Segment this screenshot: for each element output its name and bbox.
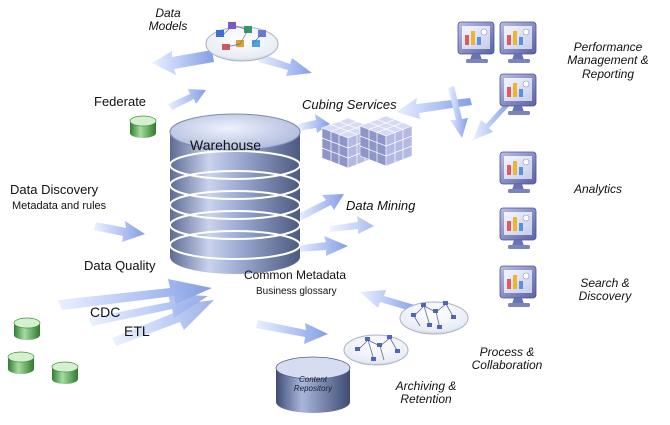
- content-repository-line-1: Content: [298, 375, 328, 384]
- arrow-models-right: [258, 54, 312, 76]
- arrow-cdc: [88, 294, 208, 326]
- monitor-icon-6: [499, 265, 537, 308]
- data-mining-label: Data Mining: [346, 198, 416, 213]
- process-collaboration-line-2: Collaboration: [471, 358, 543, 373]
- arrow-mining-right: [330, 216, 374, 234]
- warehouse-label: Warehouse: [190, 137, 262, 153]
- cubing-services-label: Cubing Services: [302, 97, 397, 112]
- arrow-archiving: [256, 320, 328, 344]
- content-repository-cylinder: [275, 356, 351, 413]
- source-databases: [7, 317, 79, 385]
- arrow-models-left: [152, 50, 214, 75]
- search-discovery-line-1: Search &: [580, 276, 630, 290]
- arrow-common-metadata: [296, 236, 348, 256]
- process-collaboration-label: Process & Collaboration: [464, 345, 550, 373]
- data-models-label: Data Models: [142, 6, 194, 34]
- analytics-label: Analytics: [574, 182, 623, 196]
- business-glossary-label: Business glossary: [256, 286, 337, 297]
- performance-management-reporting-label: Performance Management & Reporting: [555, 40, 661, 81]
- federate-db-icon: [129, 115, 157, 139]
- olap-cubes: [321, 115, 413, 169]
- warehouse-cylinder: [169, 113, 301, 274]
- metadata-and-rules-label: Metadata and rules: [12, 200, 107, 212]
- data-models-line-1: Data: [155, 6, 181, 20]
- archiving-retention-line-1: Archiving &: [395, 379, 457, 393]
- arrow-perf-2: [448, 86, 468, 138]
- search-discovery-line-2: Discovery: [578, 289, 632, 304]
- search-discovery-label: Search & Discovery: [564, 276, 646, 304]
- data-quality-label: Data Quality: [84, 258, 156, 273]
- monitor-icon-2: [499, 21, 537, 64]
- arrow-quality-main: [58, 279, 212, 310]
- content-repository-label: Content Repository: [286, 375, 340, 394]
- data-models-line-2: Models: [148, 19, 188, 34]
- process-collaboration-disc: [399, 301, 469, 335]
- common-metadata-label: Common Metadata: [244, 268, 347, 282]
- archiving-retention-label: Archiving & Retention: [388, 379, 464, 407]
- arrow-data-mining: [298, 194, 344, 220]
- archiving-retention-line-2: Retention: [400, 392, 452, 407]
- performance-line-2: Management &: [567, 53, 649, 68]
- arrow-federate: [168, 89, 206, 110]
- archiving-retention-disc: [343, 334, 409, 366]
- arrow-process: [360, 290, 418, 312]
- etl-label: ETL: [124, 323, 150, 339]
- monitor-icon-4: [499, 151, 537, 194]
- performance-line-1: Performance: [573, 40, 643, 54]
- data-models-disc: [205, 22, 279, 62]
- arrow-etl: [112, 300, 214, 346]
- data-discovery-label: Data Discovery: [10, 182, 99, 197]
- federate-label: Federate: [94, 94, 147, 109]
- monitor-icon-5: [499, 207, 537, 250]
- cdc-label: CDC: [90, 304, 121, 320]
- monitors: [457, 21, 537, 308]
- process-collaboration-line-1: Process &: [479, 345, 535, 359]
- monitor-icon-1: [457, 21, 495, 64]
- arrow-discovery: [94, 221, 145, 242]
- arrow-perf-3: [473, 100, 511, 140]
- performance-line-3: Reporting: [581, 66, 635, 81]
- flow-arrows: [58, 50, 511, 346]
- content-repository-line-2: Repository: [293, 383, 333, 393]
